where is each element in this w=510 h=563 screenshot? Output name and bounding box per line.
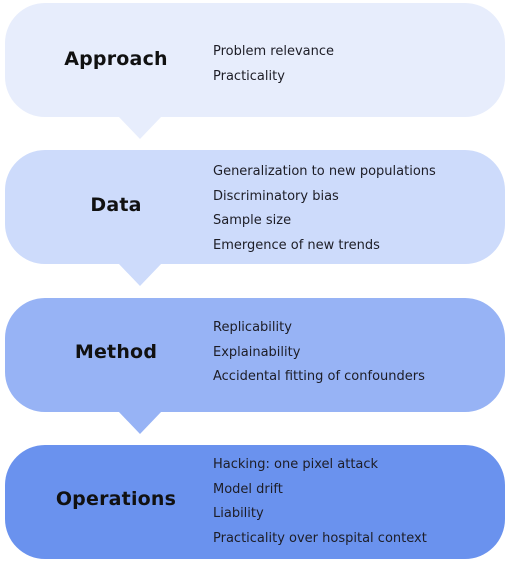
stage-item: Discriminatory bias: [213, 188, 339, 204]
stage-title: Data: [90, 194, 142, 216]
stage-approach: Approach Problem relevance Practicality: [5, 3, 505, 139]
stage-item: Accidental fitting of confounders: [213, 369, 425, 384]
stage-item: Explainability: [213, 344, 301, 360]
stage-items: Generalization to new populations Discri…: [213, 160, 436, 258]
stage-title: Approach: [64, 48, 168, 70]
stage-item: Liability: [213, 506, 264, 521]
stage-operations: Operations Hacking: one pixel attack Mod…: [5, 445, 505, 559]
stage-item: Replicability: [213, 320, 292, 335]
stage-item: Problem relevance: [213, 44, 334, 59]
stage-title: Operations: [55, 488, 177, 510]
stage-item: Hacking: one pixel attack: [213, 457, 379, 472]
down-pointer: [118, 411, 162, 434]
stage-item: Practicality over hospital context: [213, 530, 427, 546]
stage-item: Generalization to new populations: [213, 164, 436, 179]
stage-item: Emergence of new trends: [213, 237, 380, 253]
stage-items: Problem relevance Practicality: [213, 40, 334, 89]
down-pointer: [118, 263, 162, 286]
stage-title: Method: [74, 341, 158, 363]
stage-items: Replicability Explainability Accidental …: [213, 316, 425, 390]
stage-data: Data Generalization to new populations D…: [5, 150, 505, 286]
stage-item: Model drift: [213, 481, 283, 497]
stage-item: Practicality: [213, 68, 285, 84]
stage-items: Hacking: one pixel attack Model drift Li…: [213, 453, 427, 551]
down-pointer: [118, 116, 162, 139]
stage-item: Sample size: [213, 213, 292, 228]
stage-method: Method Replicability Explainability Acci…: [5, 298, 505, 434]
